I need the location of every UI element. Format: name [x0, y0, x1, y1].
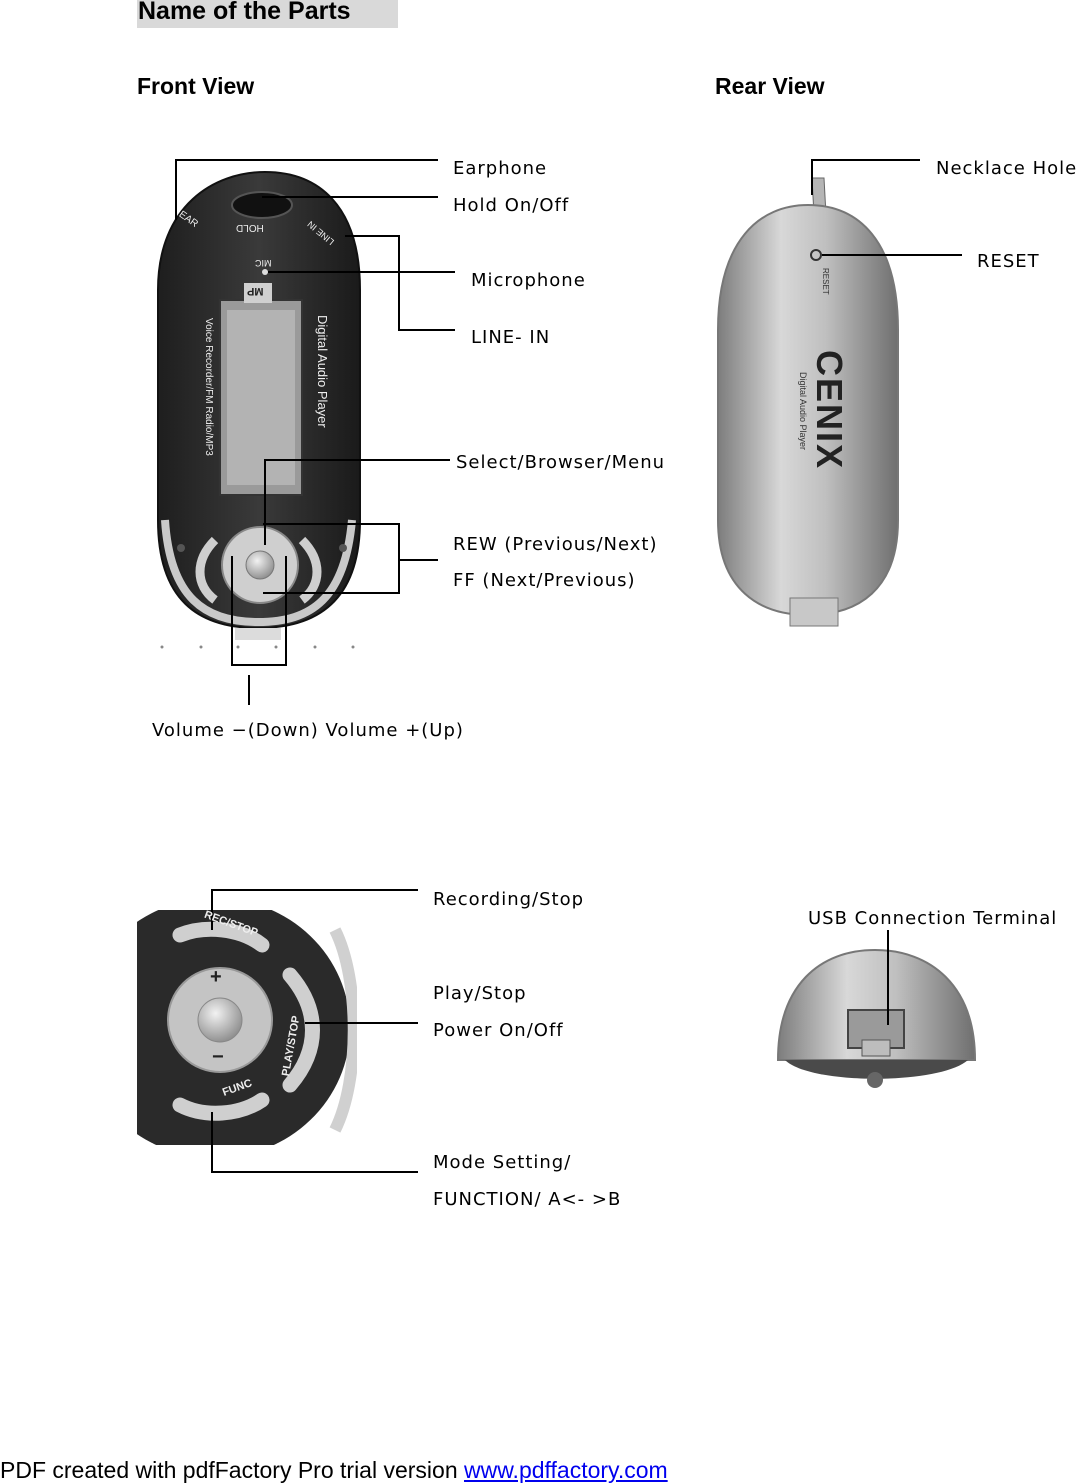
label-necklace-hole: Necklace Hole: [936, 158, 1076, 179]
label-rew: REW (Previous/Next): [453, 534, 658, 555]
label-recording: Recording/Stop: [433, 889, 585, 910]
footer-link[interactable]: www.pdffactory.com: [464, 1457, 668, 1483]
label-usb-terminal: USB Connection Terminal: [808, 908, 1058, 929]
device-brand-print: Digital Audio Player: [315, 315, 330, 428]
label-function: FUNCTION/ A<- >B: [433, 1189, 622, 1210]
device-mic-print: MIC: [255, 258, 272, 268]
label-reset: RESET: [977, 251, 1040, 272]
label-power: Power On/Off: [433, 1020, 564, 1041]
label-volume: Volume −(Down) Volume +(Up): [152, 720, 464, 741]
title-highlight: [137, 0, 398, 28]
label-line-in: LINE- IN: [471, 327, 551, 348]
rear-device: [717, 177, 899, 627]
rear-sub-print: Digital Audio Player: [798, 372, 808, 451]
device-logo-print: MP: [247, 285, 264, 297]
label-play: Play/Stop: [433, 983, 527, 1004]
device-sub-print: Voice Recorder/FM Radio/MP3: [203, 318, 214, 456]
page-title: Name of the Parts: [138, 0, 351, 25]
footer-text: PDF created with pdfFactory Pro trial ve…: [0, 1457, 464, 1483]
label-ff: FF (Next/Previous): [453, 570, 636, 591]
minus-print: −: [212, 1046, 224, 1068]
rear-brand-print: CENIX: [809, 350, 850, 471]
label-mode-setting: Mode Setting/: [433, 1152, 572, 1173]
buttons-closeup: [137, 910, 357, 1145]
front-view-heading: Front View: [137, 73, 255, 99]
label-hold: Hold On/Off: [453, 195, 570, 216]
usb-device: [776, 948, 977, 1088]
plus-print: +: [210, 966, 222, 988]
rear-reset-print: RESET: [821, 268, 830, 295]
pdf-footer: PDF created with pdfFactory Pro trial ve…: [0, 1457, 668, 1484]
device-hold-print: HOLD: [236, 222, 264, 233]
label-select: Select/Browser/Menu: [456, 452, 666, 473]
rear-view-heading: Rear View: [715, 73, 825, 99]
label-microphone: Microphone: [471, 270, 586, 291]
front-device: [157, 170, 361, 640]
label-earphone: Earphone: [453, 158, 548, 179]
